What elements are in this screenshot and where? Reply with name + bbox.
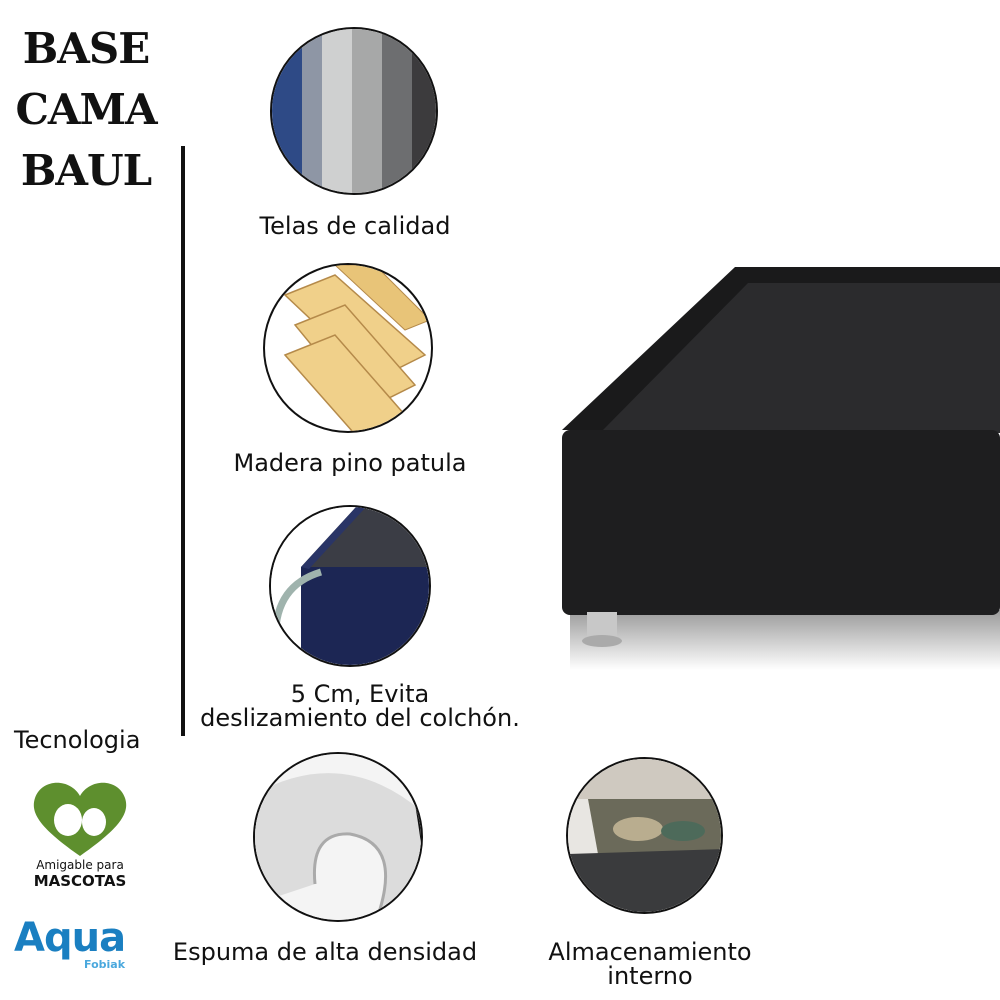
- feature-label: Almacenamiento interno: [530, 940, 770, 988]
- feature-label-line: interno: [607, 962, 693, 990]
- pet-badge-line2: MASCOTAS: [33, 872, 127, 890]
- storage-drawer-image: [566, 757, 723, 914]
- feature-label: Madera pino patula: [233, 449, 467, 477]
- technology-heading: Tecnologia: [14, 726, 141, 754]
- foam-roll-image: [253, 752, 423, 922]
- pet-friendly-badge: Amigable para MASCOTAS: [25, 778, 135, 890]
- bed-base-product-image: [540, 255, 1000, 675]
- aqua-brand: Aqua: [14, 915, 126, 961]
- pet-badge-line1: Amigable para: [36, 858, 124, 872]
- raised-edge-corner-image: [269, 505, 431, 667]
- feature-label: Telas de calidad: [259, 212, 451, 240]
- feature-label-line: deslizamiento del colchón.: [200, 704, 520, 732]
- feature-label-line: 5 Cm, Evita: [290, 680, 430, 708]
- heart-pets-icon: [33, 782, 127, 856]
- title-line: CAMA: [15, 85, 157, 134]
- title-line: BAUL: [20, 146, 152, 195]
- divider: [181, 146, 185, 736]
- aqua-sub: Fobiak: [84, 958, 126, 971]
- aqua-fobiak-logo: Aqua Fobiak: [14, 918, 144, 971]
- feature-label: 5 Cm, Evita deslizamiento del colchón.: [200, 682, 520, 730]
- fabric-swatches-image: [270, 27, 438, 195]
- pine-wood-planks-image: [263, 263, 433, 433]
- title-line: BASE: [22, 24, 150, 73]
- feature-label: Espuma de alta densidad: [172, 938, 478, 966]
- feature-label-line: Almacenamiento: [548, 938, 752, 966]
- product-title: BASE CAMA BAUL: [0, 18, 172, 201]
